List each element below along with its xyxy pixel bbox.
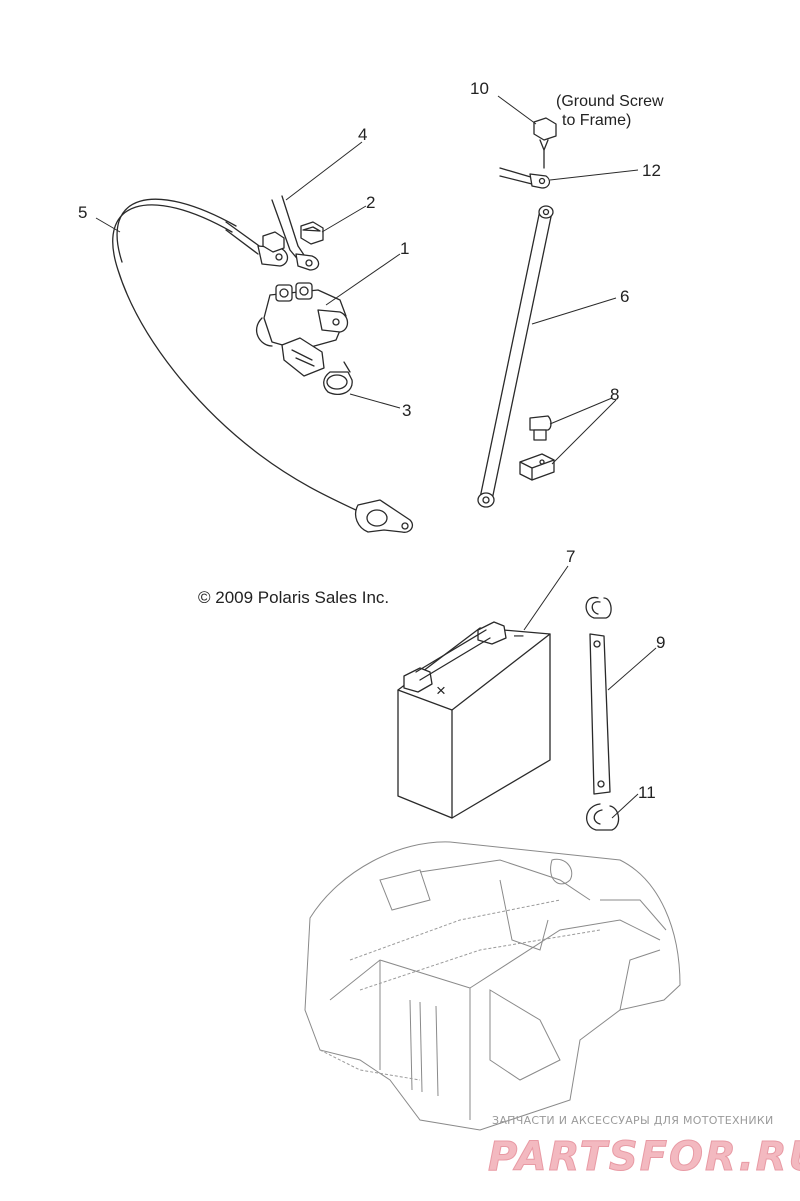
- battery-strap: [477, 205, 554, 508]
- callout-4: 4: [358, 125, 367, 144]
- callout-3: 3: [402, 401, 411, 420]
- battery-negative-label: –: [514, 625, 524, 644]
- ground-note-line-1: (Ground Screw: [556, 93, 664, 110]
- callout-8: 8: [610, 385, 619, 404]
- copyright-notice: © 2009 Polaris Sales Inc.: [198, 588, 389, 607]
- callout-7: 7: [566, 547, 575, 566]
- short-cable: [225, 195, 320, 271]
- callout-10: 10: [470, 79, 489, 98]
- callout-1: 1: [400, 239, 409, 258]
- callout-5: 5: [78, 203, 87, 222]
- retaining-clip: [586, 803, 620, 831]
- watermark-brand: PARTSFOR.RU: [488, 1134, 800, 1180]
- hold-down-link: [585, 596, 612, 795]
- starter-solenoid: [256, 282, 349, 377]
- callout-11: 11: [638, 783, 656, 802]
- battery-cable: [112, 198, 414, 533]
- leader-lines: [95, 95, 657, 819]
- battery-positive-label: ×: [436, 681, 446, 700]
- watermark-tagline: ЗАПЧАСТИ И АКСЕССУАРЫ ДЛЯ МОТОТЕХНИКИ: [492, 1114, 774, 1127]
- mounting-bolt: [323, 361, 353, 395]
- battery-tray-frame: [304, 841, 681, 1131]
- ground-note-line-2: to Frame): [562, 112, 631, 129]
- terminal-bolt-and-nut: [519, 415, 555, 481]
- terminal-nuts: [262, 221, 324, 253]
- callout-2: 2: [366, 193, 375, 212]
- ground-lead: [499, 167, 551, 189]
- callout-12: 12: [642, 161, 661, 180]
- callout-numbers: 5 4 2 1 3 10 12 6 8 7 9 11: [78, 79, 665, 802]
- ground-screw: [533, 117, 557, 169]
- callout-9: 9: [656, 633, 665, 652]
- battery: × –: [397, 621, 551, 819]
- callout-6: 6: [620, 287, 629, 306]
